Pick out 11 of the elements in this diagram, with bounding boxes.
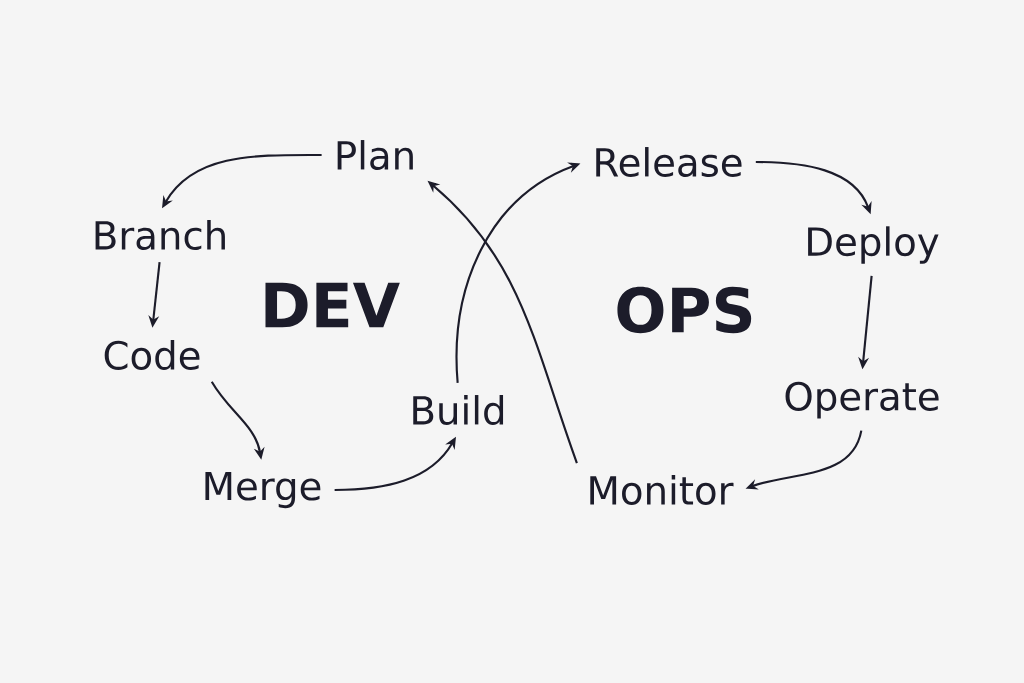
step-label: Code <box>104 340 200 370</box>
step-label: Release <box>596 147 742 177</box>
step-label: Operate <box>785 381 939 419</box>
step-label: Plan <box>337 140 413 170</box>
step-label: Monitor <box>590 475 734 505</box>
section-label: OPS <box>617 286 752 334</box>
step-label: Deploy <box>808 226 939 264</box>
step-label: Merge <box>205 471 321 509</box>
step-label: Branch <box>95 220 225 250</box>
step-label: Build <box>413 395 504 425</box>
section-label: DEV <box>265 282 400 328</box>
